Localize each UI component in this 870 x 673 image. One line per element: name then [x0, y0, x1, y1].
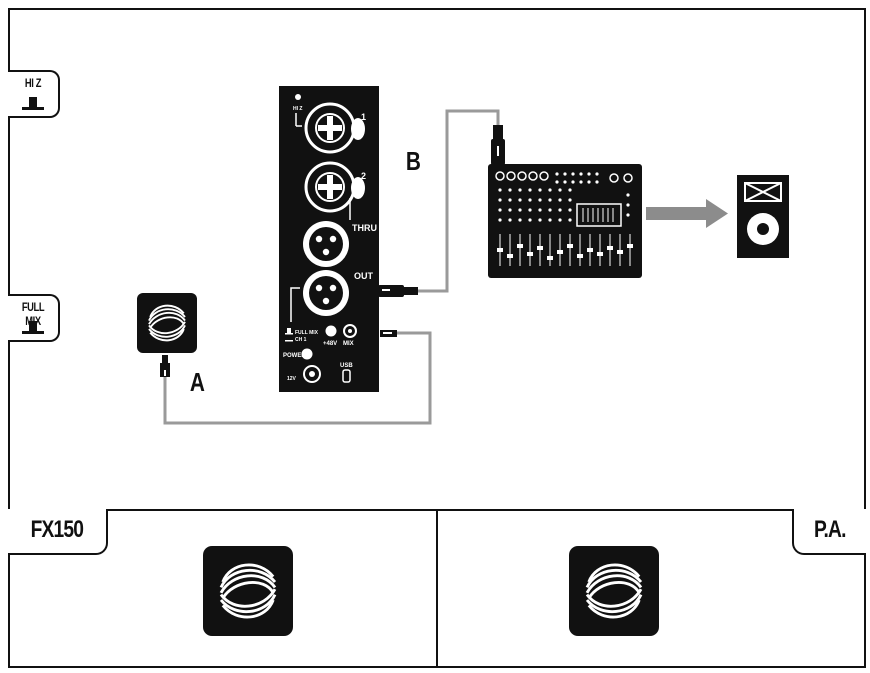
fullmix-switch-tab[interactable]: FULL MIX — [8, 294, 60, 342]
fullmix-small-label: FULL MIX — [295, 330, 319, 336]
mixer-icon — [488, 164, 642, 278]
cable-a — [163, 331, 432, 425]
thru-label: THRU — [352, 223, 377, 233]
mixer-xlr-plug-icon — [491, 125, 505, 165]
hiz-switch-tab[interactable]: HI Z — [8, 70, 60, 118]
panel-divider-vertical — [436, 509, 438, 668]
effect-pedal-icon — [137, 293, 197, 377]
tab-fx150-label: FX150 — [30, 516, 84, 543]
pa-logo-icon — [569, 546, 659, 636]
hiz-small-label: HI Z — [293, 106, 302, 112]
usb-label: USB — [340, 363, 353, 369]
ch2-label: 2 — [361, 171, 366, 181]
fx150-logo-icon — [203, 546, 293, 636]
hiz-tab-label: HI Z — [24, 76, 42, 90]
ch1-label: 1 — [361, 112, 366, 122]
speaker-icon — [737, 175, 789, 258]
tab-pa[interactable]: P.A. — [792, 509, 866, 555]
cable-b — [418, 109, 500, 293]
xlr-plug-icon — [378, 285, 418, 297]
arrow-right-icon — [646, 199, 728, 228]
cable-a-label: A — [189, 367, 205, 397]
mix-label: MIX — [343, 341, 354, 347]
out-label: OUT — [354, 271, 374, 281]
switch-up-icon — [22, 321, 44, 334]
device-back-panel — [279, 86, 379, 392]
jack-plug-icon — [380, 330, 397, 337]
cable-b-label: B — [405, 146, 421, 176]
dc-label: 12V — [287, 376, 297, 382]
tab-pa-label: P.A. — [814, 516, 846, 543]
tab-fx150[interactable]: FX150 — [8, 509, 108, 555]
power-label: POWER — [283, 353, 306, 359]
ch1-small-label: CH 1 — [295, 337, 307, 343]
phantom-label: +48V — [323, 341, 337, 347]
switch-up-icon — [22, 97, 44, 110]
